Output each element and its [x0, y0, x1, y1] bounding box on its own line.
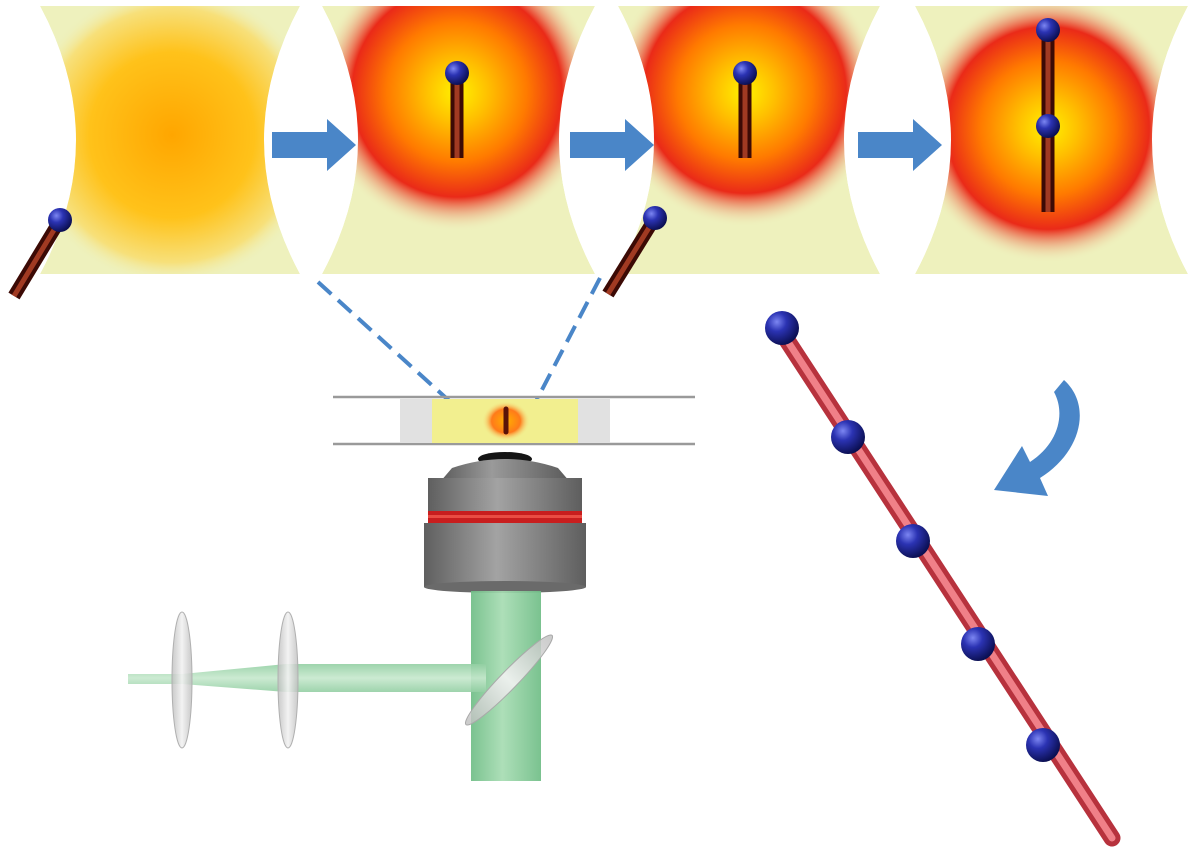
- gold-sphere-icon: [445, 61, 469, 85]
- gold-sphere-icon: [831, 420, 865, 454]
- spacer-right: [578, 399, 610, 443]
- objective-red-band-highlight: [428, 515, 582, 518]
- beam-waist-panel: [40, 6, 300, 274]
- objective-lens-icon: [424, 452, 586, 593]
- spacer-left: [400, 399, 432, 443]
- focusing-lens-icon: [277, 611, 299, 749]
- gold-sphere-icon: [1036, 18, 1060, 42]
- gold-sphere-icon: [643, 206, 667, 230]
- objective-bottom-rim: [424, 581, 586, 593]
- nanorod-icon: [733, 61, 757, 158]
- focusing-lens-icon: [171, 611, 193, 749]
- gold-sphere-icon: [765, 311, 799, 345]
- nanorod-icon: [1036, 18, 1060, 212]
- nanorods: [8, 18, 1060, 300]
- gold-sphere-icon: [1036, 114, 1060, 138]
- sample-chamber: [333, 395, 695, 446]
- arrow-right-icon: [570, 119, 654, 171]
- curved-arrow-icon: [994, 380, 1080, 496]
- gold-sphere-icon: [896, 524, 930, 558]
- chain-spheres: [765, 311, 1060, 762]
- gold-sphere-icon: [1026, 728, 1060, 762]
- nanorod-icon: [8, 208, 72, 300]
- objective-top: [440, 459, 570, 482]
- focusing-lenses: [171, 611, 299, 749]
- step-arrows: [272, 119, 942, 171]
- gold-sphere-icon: [48, 208, 72, 232]
- arrow-right-icon: [272, 119, 356, 171]
- dichroic-mirror-icon: [464, 634, 554, 726]
- gold-sphere-icon: [733, 61, 757, 85]
- gold-sphere-icon: [961, 627, 995, 661]
- laser-horizontal-beam-thin: [128, 664, 286, 692]
- laser-horizontal-beam-wide: [286, 664, 486, 692]
- nanorod-icon: [445, 61, 469, 158]
- heat-glow: [40, 6, 300, 274]
- arrow-right-icon: [858, 119, 942, 171]
- objective-upper-body: [428, 478, 582, 511]
- objective-lower-body: [424, 523, 586, 587]
- nanorod-icon: [602, 206, 667, 298]
